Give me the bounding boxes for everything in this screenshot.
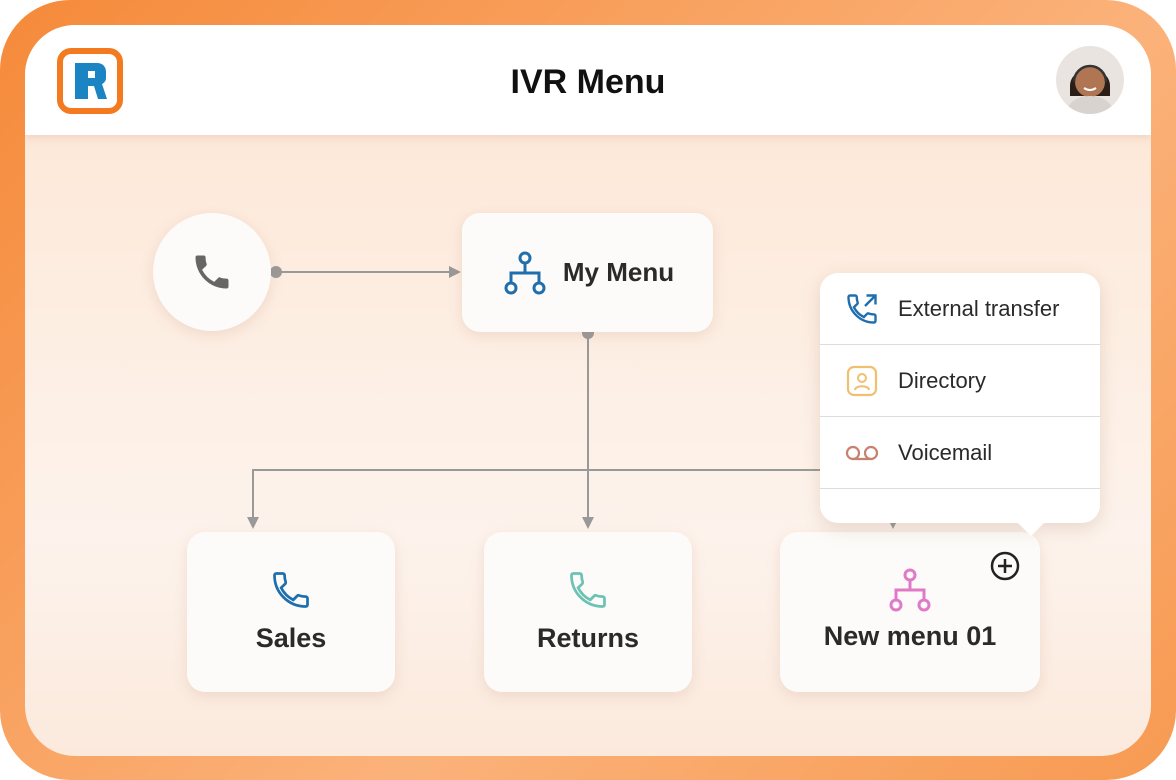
app-window: IVR Menu My Menu Sales Returns New menu …	[25, 25, 1151, 756]
node-label: My Menu	[562, 257, 675, 287]
connector	[252, 469, 254, 517]
root-menu-node[interactable]: My Menu	[462, 213, 713, 332]
phone-icon	[273, 572, 309, 608]
popup-item-voicemail[interactable]: Voicemail	[820, 417, 1100, 489]
new-menu-node[interactable]: New menu 01	[780, 532, 1040, 692]
node-label: New menu 01	[823, 621, 997, 651]
phone-icon	[195, 255, 229, 289]
popup-pointer	[1016, 521, 1046, 536]
popup-item-label: Voicemail	[898, 439, 993, 465]
connector	[276, 271, 451, 273]
add-circle-icon[interactable]	[989, 550, 1021, 582]
phone-outgoing-icon	[847, 293, 877, 324]
call-start-node[interactable]	[153, 213, 271, 331]
popup-item-external-transfer[interactable]: External transfer	[820, 273, 1100, 345]
hierarchy-icon	[889, 568, 931, 612]
avatar[interactable]	[1056, 46, 1124, 114]
header: IVR Menu	[25, 25, 1151, 135]
popup-item-directory[interactable]: Directory	[820, 345, 1100, 417]
connector	[252, 469, 852, 471]
connector-dot	[270, 266, 282, 278]
arrow-head	[247, 517, 259, 529]
popup-item-label: Directory	[898, 367, 987, 393]
contact-icon	[846, 365, 878, 396]
logo-r-icon	[75, 63, 107, 99]
add-node-popup: External transfer Directory Voicemail	[820, 273, 1100, 536]
phone-icon	[570, 572, 606, 608]
hierarchy-icon	[504, 251, 546, 294]
logo[interactable]	[57, 48, 123, 114]
node-label: Returns	[536, 623, 639, 653]
node-label: Sales	[255, 623, 327, 653]
voicemail-icon	[845, 445, 879, 460]
returns-node[interactable]: Returns	[484, 532, 692, 692]
arrow-head	[582, 517, 594, 529]
popup-item-label: External transfer	[898, 295, 1060, 321]
connector	[587, 332, 589, 517]
sales-node[interactable]: Sales	[187, 532, 395, 692]
page-title: IVR Menu	[510, 63, 666, 101]
arrow-head	[449, 266, 461, 278]
